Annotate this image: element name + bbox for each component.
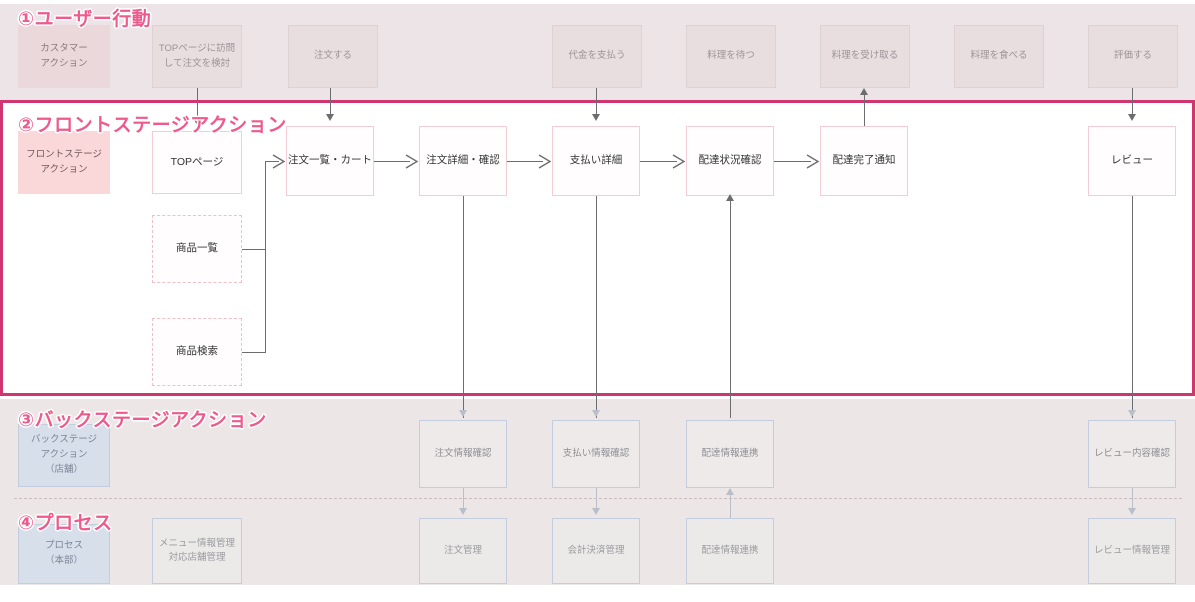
connector-merge-rail bbox=[265, 161, 266, 353]
arrowhead-f5-to-b1 bbox=[459, 410, 467, 417]
node-back-payment-info-check[interactable]: 支払い情報確認 bbox=[552, 420, 640, 488]
backstage-process-divider bbox=[14, 498, 1182, 499]
connector-f7-to-f8 bbox=[774, 161, 811, 162]
arrowhead-f4-to-f5 bbox=[405, 154, 419, 169]
connector-f4-to-f5 bbox=[374, 161, 410, 162]
node-user-eat-food[interactable]: 料理を食べる bbox=[954, 25, 1044, 88]
node-back-review-check[interactable]: レビュー内容確認 bbox=[1088, 420, 1176, 488]
node-user-wait-food[interactable]: 料理を待つ bbox=[686, 25, 776, 88]
node-proc-accounting-payment[interactable]: 会計決済管理 bbox=[552, 518, 640, 584]
node-proc-menu-store-management[interactable]: メニュー情報管理 対応店舗管理 bbox=[152, 518, 242, 584]
connector-b4-to-p5 bbox=[1132, 488, 1133, 512]
node-front-review[interactable]: レビュー bbox=[1088, 126, 1176, 196]
node-user-visit-top-page[interactable]: TOPページに訪問 して注文を検討 bbox=[152, 25, 242, 88]
connector-f9-to-b4 bbox=[1132, 196, 1133, 418]
connector-f6-to-f7 bbox=[640, 161, 677, 162]
arrowhead-u2-to-f4 bbox=[326, 114, 334, 121]
node-proc-review-management[interactable]: レビュー情報管理 bbox=[1088, 518, 1176, 584]
lane-label-backstage-action: バックステージ アクション （店舗） bbox=[18, 424, 110, 487]
connector-p4-to-b3 bbox=[730, 494, 731, 518]
section-title-backstage-action: ③バックステージアクション bbox=[18, 410, 267, 431]
node-proc-delivery-info-link[interactable]: 配達情報連携 bbox=[686, 518, 774, 584]
node-proc-order-management[interactable]: 注文管理 bbox=[419, 518, 507, 584]
arrowhead-f6-to-f7 bbox=[672, 154, 686, 169]
node-user-place-order[interactable]: 注文する bbox=[288, 25, 378, 88]
arrowhead-b1-to-p2 bbox=[459, 508, 467, 515]
section-title-user-action: ①ユーザー行動 bbox=[18, 9, 152, 30]
node-front-delivery-complete[interactable]: 配達完了通知 bbox=[820, 126, 908, 196]
node-front-order-list-cart[interactable]: 注文一覧・カート bbox=[286, 126, 374, 196]
connector-b1-to-p2 bbox=[463, 488, 464, 512]
connector-u7-to-f9 bbox=[1132, 88, 1133, 118]
arrowhead-f5-to-f6 bbox=[538, 154, 552, 169]
connector-b2-to-p3 bbox=[596, 488, 597, 512]
connector-u1-to-f1 bbox=[197, 88, 198, 124]
section-title-frontstage-action: ②フロントステージアクション bbox=[18, 115, 287, 136]
connector-f2-to-rail bbox=[242, 249, 266, 250]
lane-label-process: プロセス （本部） bbox=[18, 524, 110, 584]
arrowhead-p4-to-b3 bbox=[726, 488, 734, 495]
node-front-product-list[interactable]: 商品一覧 bbox=[152, 215, 242, 283]
lane-label-frontstage-action: フロントステージ アクション bbox=[18, 131, 110, 194]
node-back-delivery-info-link[interactable]: 配達情報連携 bbox=[686, 420, 774, 488]
connector-u3-to-f6 bbox=[596, 88, 597, 118]
arrowhead-b4-to-p5 bbox=[1128, 508, 1136, 515]
connector-b3-to-f7 bbox=[730, 200, 731, 418]
connector-f5-to-f6 bbox=[507, 161, 543, 162]
connector-u2-to-f4 bbox=[330, 88, 331, 118]
arrowhead-b2-to-p3 bbox=[592, 508, 600, 515]
node-front-order-detail[interactable]: 注文詳細・確認 bbox=[419, 126, 507, 196]
node-front-delivery-status[interactable]: 配達状況確認 bbox=[686, 126, 774, 196]
arrowhead-f8-to-u5 bbox=[860, 88, 868, 95]
node-front-payment-detail[interactable]: 支払い詳細 bbox=[552, 126, 640, 196]
node-back-order-info-check[interactable]: 注文情報確認 bbox=[419, 420, 507, 488]
connector-f5-to-b1 bbox=[463, 196, 464, 418]
arrowhead-f7-to-f8 bbox=[806, 154, 820, 169]
section-title-process: ④プロセス bbox=[18, 513, 113, 534]
arrowhead-u3-to-f6 bbox=[592, 114, 600, 121]
arrowhead-u1-to-f1 bbox=[193, 118, 201, 125]
node-front-top-page[interactable]: TOPページ bbox=[152, 131, 242, 194]
arrowhead-rail-to-f4 bbox=[272, 154, 286, 169]
arrowhead-f6-to-b2 bbox=[592, 410, 600, 417]
node-user-rate[interactable]: 評価する bbox=[1088, 25, 1178, 88]
node-front-product-search[interactable]: 商品検索 bbox=[152, 318, 242, 386]
connector-rail-to-f4 bbox=[265, 161, 279, 162]
lane-label-customer-action: カスタマー アクション bbox=[18, 25, 110, 88]
arrowhead-f9-to-b4 bbox=[1128, 410, 1136, 417]
node-user-pay[interactable]: 代金を支払う bbox=[552, 25, 642, 88]
connector-f6-to-b2 bbox=[596, 196, 597, 418]
connector-f3-to-rail bbox=[242, 352, 266, 353]
arrowhead-b3-to-f7 bbox=[726, 194, 734, 201]
node-user-receive-food[interactable]: 料理を受け取る bbox=[820, 25, 910, 88]
arrowhead-u7-to-f9 bbox=[1128, 114, 1136, 121]
connector-f8-to-u5 bbox=[864, 94, 865, 126]
